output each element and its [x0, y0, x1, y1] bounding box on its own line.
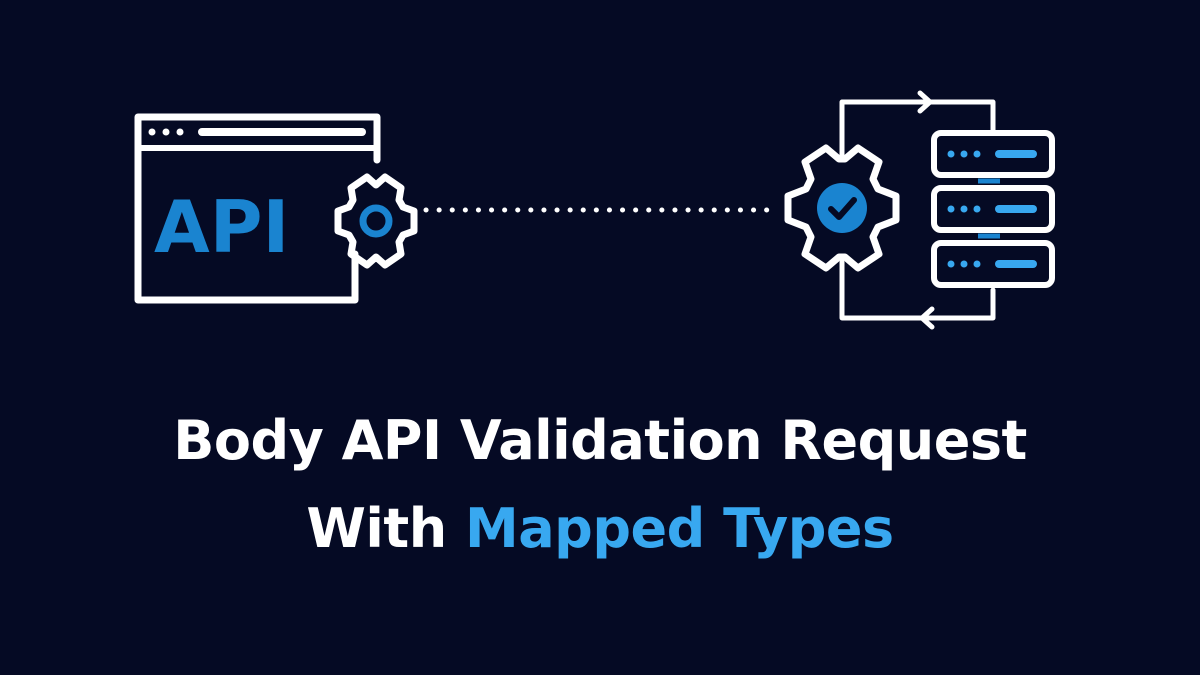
server-unit-1 [931, 130, 1055, 178]
browser-window-icon: API [134, 113, 381, 304]
check-icon [828, 197, 857, 220]
api-label: API [154, 185, 289, 269]
cycle-arrows-icon [839, 90, 996, 330]
server-unit-2 [931, 185, 1055, 233]
server-unit-3 [931, 240, 1055, 288]
title-line-2-prefix: With [306, 497, 465, 560]
gear-icon [334, 173, 418, 269]
title-line-1-text: Body API Validation Request [173, 409, 1027, 472]
title-line-2: With Mapped Types [0, 497, 1200, 560]
check-badge [817, 183, 867, 233]
window-dot-1 [148, 128, 156, 136]
gear-check-icon [784, 144, 900, 272]
window-dot-2 [162, 128, 170, 136]
api-validation-illustration: API [134, 90, 1055, 330]
window-dot-3 [176, 128, 184, 136]
server-stack-icon [931, 130, 1055, 288]
title-line-2-accent: Mapped Types [465, 497, 894, 560]
title-line-1: Body API Validation Request [0, 409, 1200, 472]
window-address-bar [198, 128, 366, 136]
